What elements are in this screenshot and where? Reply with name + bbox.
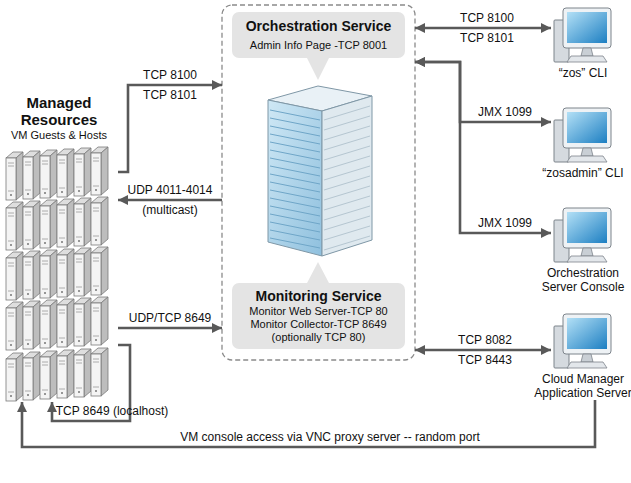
- connector: [118, 199, 222, 202]
- port-label: VM console access via VNC proxy server -…: [120, 427, 540, 447]
- service-box: Monitoring ServiceMonitor Web Server-TCP…: [232, 283, 405, 349]
- connector: [415, 349, 551, 352]
- node-heading: Orchestration Service: [232, 17, 405, 35]
- node-text: (optionally TCP 80): [232, 331, 405, 344]
- dashed-boundary: [222, 5, 415, 360]
- port-label: TCP 8649 (localhost): [47, 401, 177, 421]
- connector: [415, 27, 551, 30]
- client-computer: “zos” CLI: [551, 4, 615, 80]
- connector: [415, 62, 551, 233]
- node-text: Admin Info Page -TCP 8001: [232, 39, 405, 52]
- resource-group: Managed ResourcesVM Guests & Hosts: [0, 92, 118, 402]
- port-label: TCP 8100 TCP 8101: [456, 8, 518, 48]
- service-box: Orchestration ServiceAdmin Info Page -TC…: [232, 12, 405, 58]
- connector: [22, 400, 595, 447]
- node-text: Monitor Collector-TCP 8649: [232, 318, 405, 331]
- server-stack: [6, 147, 108, 401]
- node-heading: “zosadmin” CLI: [533, 166, 631, 180]
- callout-pointer: [306, 262, 330, 285]
- callout-pointer: [306, 56, 330, 80]
- port-label: TCP 8100 TCP 8101: [139, 65, 201, 105]
- client-computer: “zosadmin” CLI: [551, 104, 615, 180]
- port-label: JMX 1099: [465, 213, 545, 233]
- node-heading: Monitoring Service: [232, 287, 405, 305]
- server-illustration: [268, 86, 372, 256]
- connector: [415, 62, 551, 122]
- client-computer: Cloud Manager Application Server: [551, 310, 615, 400]
- node-heading: Cloud Manager Application Server: [533, 372, 631, 400]
- port-label: UDP/TCP 8649: [120, 308, 220, 328]
- port-label: TCP 8082 TCP 8443: [454, 330, 516, 370]
- computer-icon: [554, 8, 611, 368]
- node-heading: Orchestration Server Console: [533, 266, 631, 294]
- node-text: VM Guests & Hosts: [0, 128, 118, 143]
- client-computer: Orchestration Server Console: [551, 204, 615, 294]
- port-label: JMX 1099: [465, 102, 545, 122]
- node-text: Monitor Web Server-TCP 80: [232, 305, 405, 318]
- connector: [118, 327, 222, 330]
- node-heading: Managed Resources: [0, 94, 118, 128]
- port-label: UDP 4011-4014 (multicast): [124, 180, 216, 220]
- node-heading: “zos” CLI: [533, 66, 631, 80]
